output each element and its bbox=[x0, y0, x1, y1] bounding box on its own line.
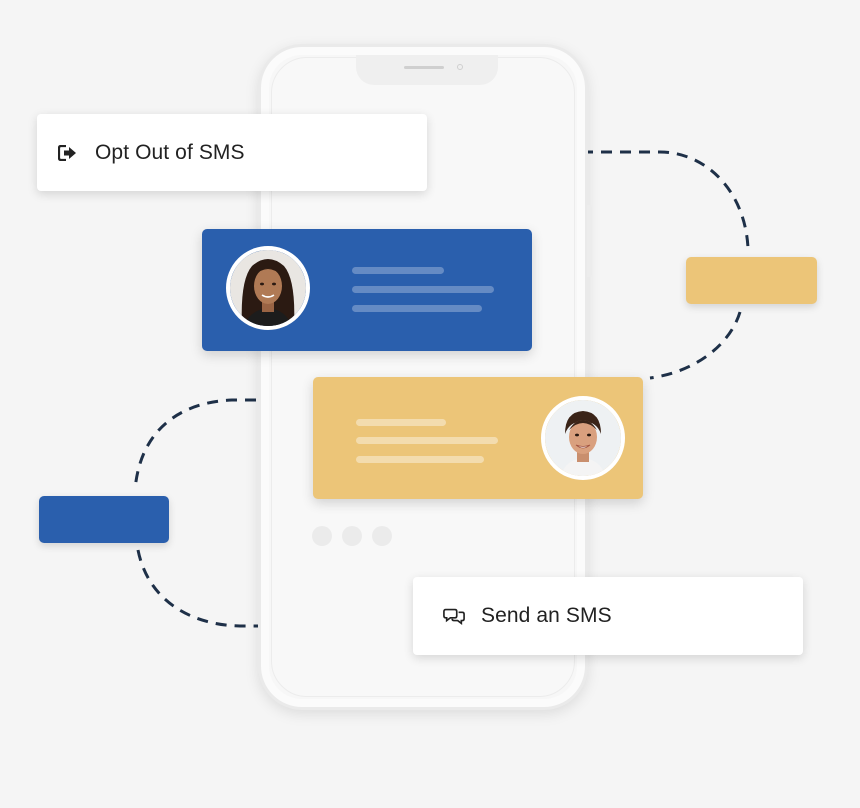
send-sms-card[interactable]: Send an SMS bbox=[413, 577, 803, 655]
message-text-line bbox=[356, 456, 484, 463]
opt-out-label: Opt Out of SMS bbox=[95, 140, 245, 164]
flow-node-gold bbox=[686, 257, 817, 304]
message-text-line bbox=[356, 437, 498, 444]
phone-notch bbox=[356, 55, 498, 85]
outgoing-message-bubble bbox=[313, 377, 643, 499]
typing-indicator bbox=[312, 526, 392, 546]
phone-camera bbox=[457, 64, 463, 70]
connector-gold-node-to-gold-message bbox=[649, 311, 742, 380]
sign-out-icon bbox=[57, 142, 79, 164]
incoming-message-bubble bbox=[202, 229, 532, 351]
connector-optout-to-gold-node bbox=[430, 150, 750, 249]
message-text-line bbox=[352, 286, 494, 293]
avatar bbox=[226, 246, 310, 330]
send-sms-label: Send an SMS bbox=[481, 604, 612, 627]
avatar bbox=[541, 396, 625, 480]
message-text-line bbox=[352, 305, 482, 312]
typing-dot bbox=[372, 526, 392, 546]
flow-node-blue bbox=[39, 496, 169, 543]
typing-dot bbox=[312, 526, 332, 546]
typing-dot bbox=[342, 526, 362, 546]
message-text-line bbox=[356, 419, 446, 426]
chat-bubbles-icon bbox=[443, 605, 465, 627]
phone-side-button bbox=[587, 205, 592, 277]
message-text-line bbox=[352, 267, 444, 274]
connector-phone-to-blue-node bbox=[133, 398, 256, 491]
opt-out-card[interactable]: Opt Out of SMS bbox=[37, 114, 427, 191]
phone-speaker bbox=[404, 66, 444, 69]
